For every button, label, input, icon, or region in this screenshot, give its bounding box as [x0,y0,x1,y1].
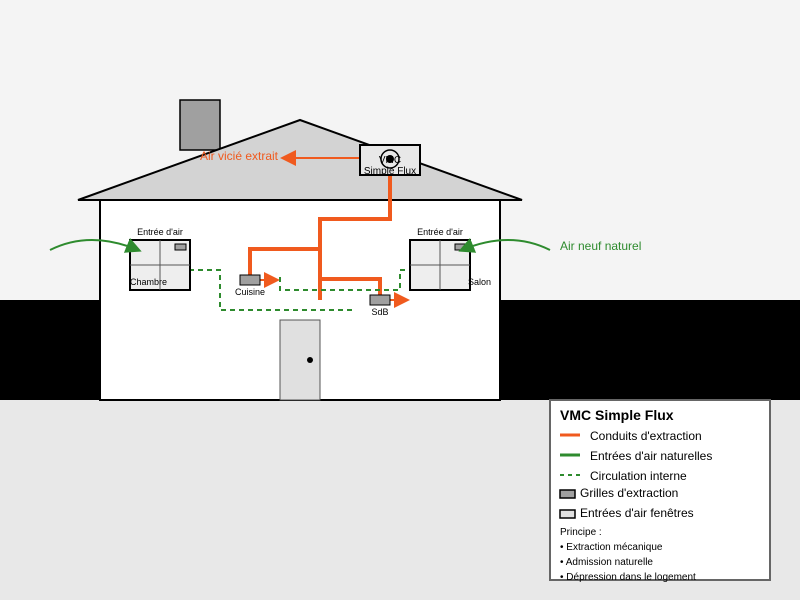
principle-item: • Admission naturelle [560,557,653,568]
inlet-label-left: Entrée d'air [137,227,183,237]
room-sdb: SdB [371,307,388,317]
fresh-air-arrow-right [458,238,551,253]
fan-hub-icon [386,155,394,163]
principle-item: • Extraction mécanique [560,542,663,553]
grille-sdb [369,294,391,306]
legend-item: Grilles d'extraction [580,486,678,500]
inlet-label-right: Entrée d'air [417,227,463,237]
legend-item: Conduits d'extraction [590,429,702,443]
vmc-label-2: Simple Flux [364,166,416,177]
room-cuisine: Cuisine [235,287,265,297]
room-chambre: Chambre [130,277,167,287]
room-salon: Salon [468,277,491,287]
internal-circulation [180,269,450,311]
fresh-air-arrow-left [49,238,142,253]
legend-item: Circulation interne [590,469,687,483]
exhaust-label: Air vicié extrait [200,149,279,163]
grille-cuisine [239,274,261,286]
door [279,319,321,401]
legend-item: Entrées d'air fenêtres [580,506,694,520]
legend-title: VMC Simple Flux [560,407,674,423]
legend: VMC Simple Flux Conduits d'extraction En… [549,399,771,583]
legend-item: Entrées d'air naturelles [590,449,712,463]
principle-title: Principe : [560,527,602,538]
air-inlet-vent-icon [174,243,187,251]
principle-item: • Dépression dans le logement [560,572,696,583]
fan-icon [380,149,400,169]
chimney [179,99,221,151]
window-salon [409,239,471,291]
fresh-air-label: Air neuf naturel [560,239,641,253]
door-knob [307,357,313,363]
vmc-label-1: VMC [379,155,401,166]
